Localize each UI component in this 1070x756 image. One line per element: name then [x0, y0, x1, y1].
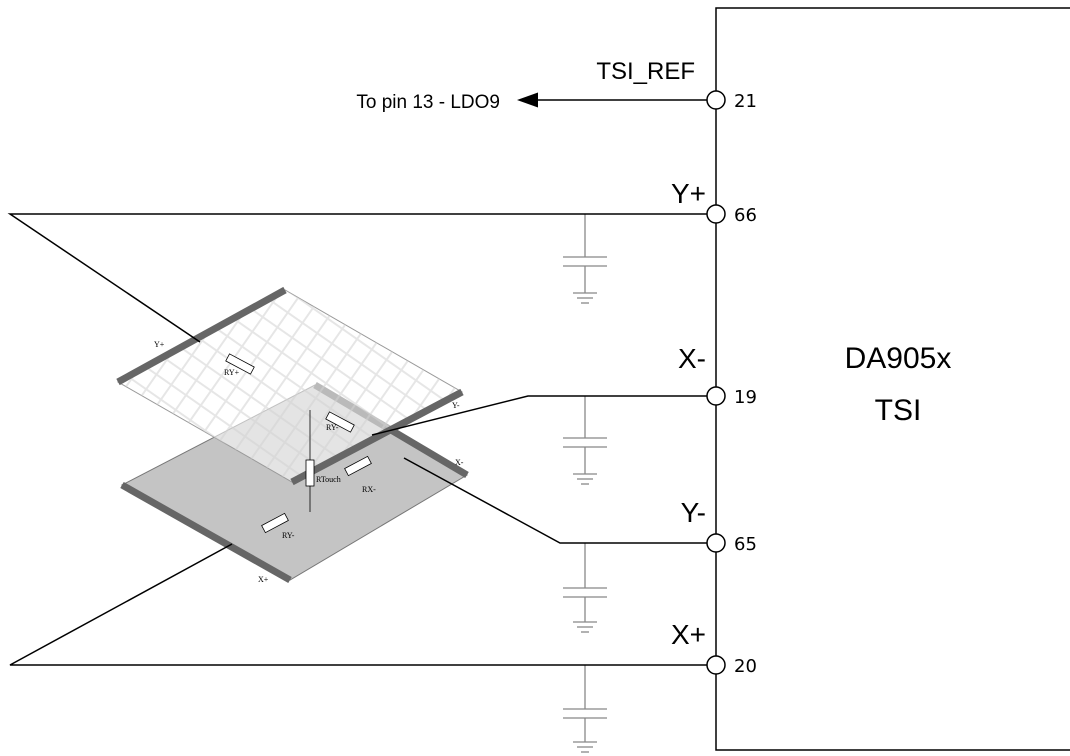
- pin-y-plus: Y+ 66: [671, 178, 757, 226]
- pin-circle-66: [706, 204, 726, 224]
- top-y-plus-label: Y+: [154, 340, 165, 349]
- touch-resistor-label: RTouch: [316, 475, 341, 484]
- bottom-r-x-minus-label: RX-: [362, 485, 376, 494]
- chip-subname: TSI: [875, 394, 922, 427]
- wire-y-plus: [7, 213, 707, 343]
- chip-name: DA905x: [845, 342, 952, 375]
- wire-y-minus: [403, 457, 707, 544]
- ref-destination-label: To pin 13 - LDO9: [356, 92, 500, 113]
- chip-box: [715, 7, 1070, 751]
- pin-number-66: 66: [734, 205, 757, 226]
- pin-circle-20: [706, 655, 726, 675]
- top-y-minus-label: Y-: [452, 401, 460, 410]
- capacitor-y-minus: [563, 543, 607, 633]
- bottom-r-y-minus-label: RY-: [282, 531, 295, 540]
- bottom-x-plus-label: X+: [258, 575, 269, 584]
- signal-label-y-plus: Y+: [671, 178, 706, 209]
- pin-circle-21: [706, 90, 726, 110]
- signal-label-x-minus: X-: [678, 343, 706, 374]
- pin-x-plus: X+ 20: [671, 619, 757, 677]
- bottom-x-minus-label: X-: [455, 458, 464, 467]
- signal-label-x-plus: X+: [671, 619, 706, 650]
- pin-y-minus: Y- 65: [681, 497, 757, 555]
- pin-number-21: 21: [734, 91, 757, 112]
- ref-signal-label: TSI_REF: [596, 58, 695, 85]
- capacitor-y-plus: [563, 214, 607, 304]
- capacitor-x-plus: [563, 665, 607, 753]
- pin-x-minus: X- 19: [678, 343, 757, 408]
- wire-x-plus: [9, 543, 707, 666]
- signal-label-y-minus: Y-: [681, 497, 706, 528]
- pin-number-65: 65: [734, 534, 757, 555]
- pin-number-20: 20: [734, 656, 757, 677]
- pin-number-19: 19: [734, 387, 757, 408]
- top-r-y-minus-label: RY-: [326, 423, 339, 432]
- wire-x-minus: [371, 395, 707, 436]
- capacitor-x-minus: [563, 396, 607, 485]
- pin-circle-19: [706, 386, 726, 406]
- pin-circle-65: [706, 533, 726, 553]
- top-r-y-plus-label: RY+: [224, 368, 240, 377]
